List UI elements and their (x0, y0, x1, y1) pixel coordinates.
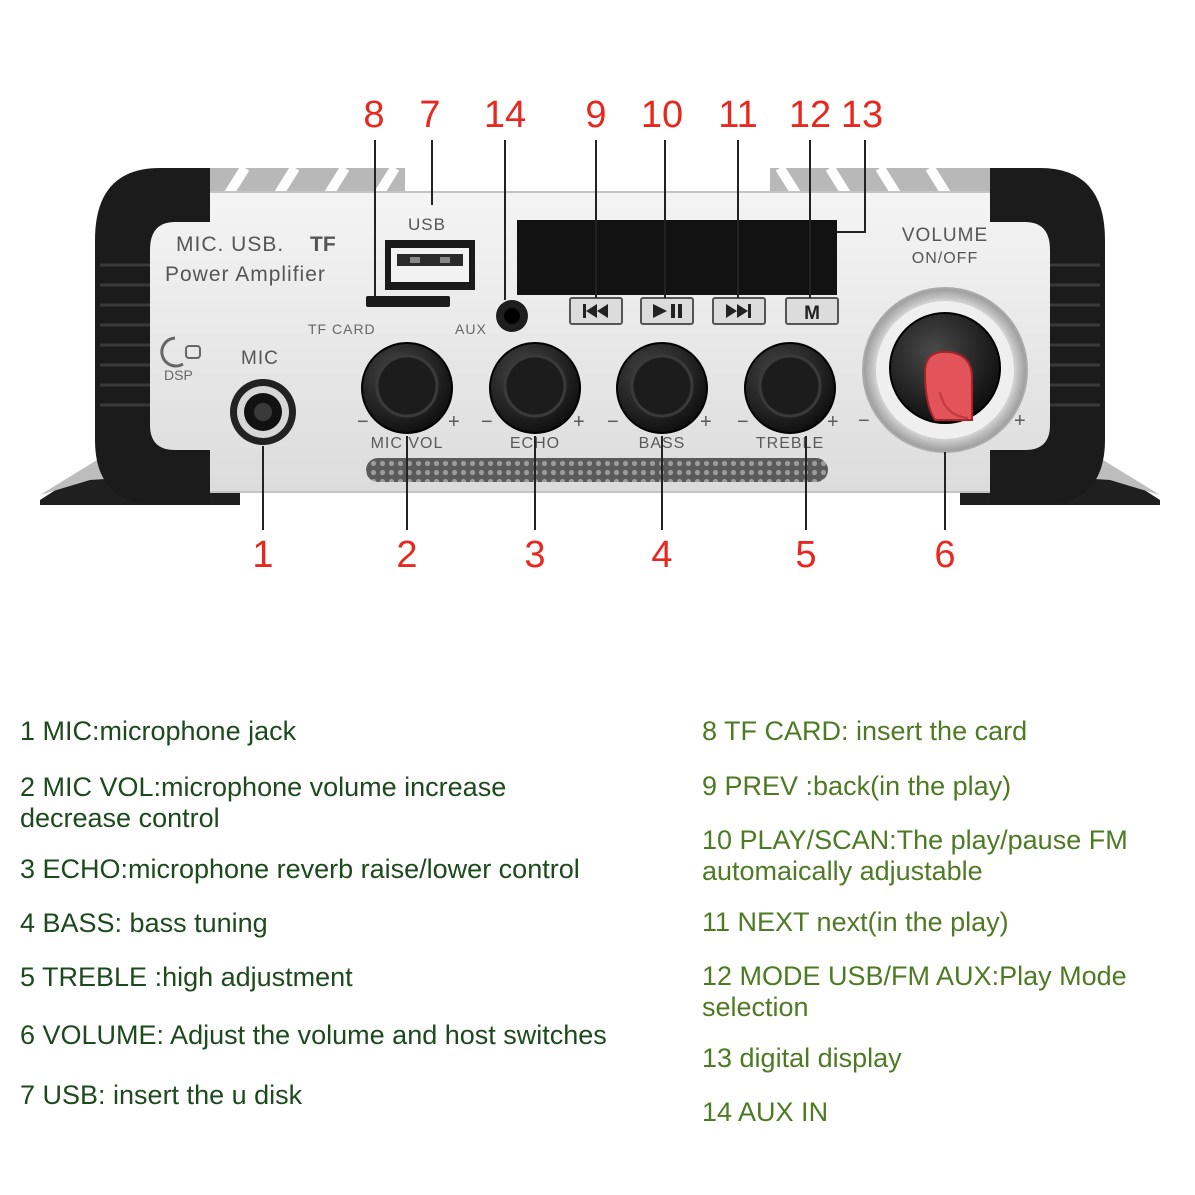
legend-item-9: 9 PREV :back(in the play) (702, 771, 1011, 802)
legend-item-8-text: 8 TF CARD: insert the card (702, 716, 1028, 746)
prev-icon (583, 304, 608, 318)
legend-item-9-text: 9 PREV :back(in the play) (702, 771, 1012, 801)
legend-item-10-text: 10 PLAY/SCAN:The play/pause FM (702, 825, 1128, 855)
mic-label: MIC (241, 348, 279, 369)
aux-label: AUX (455, 321, 487, 337)
callout-number-5: 5 (795, 534, 816, 576)
legend-item-2: 2 MIC VOL:microphone volume increase dec… (20, 772, 506, 834)
legend-item-1: 1 MIC:microphone jack (20, 716, 296, 747)
minus-sign-treble: − (737, 411, 750, 433)
legend-item-14: 14 AUX IN (702, 1097, 828, 1128)
minus-sign-echo: − (481, 411, 494, 433)
play-pause-icon (653, 304, 682, 318)
dsp-label: DSP (164, 367, 193, 383)
callout-number-4: 4 (651, 534, 672, 576)
legend-item-13-text: 13 digital display (702, 1043, 902, 1073)
legend-item-3-text: 3 ECHO:microphone reverb raise/lower con… (20, 854, 580, 884)
legend-item-12-text-cont: selection (702, 992, 809, 1022)
knob-treble[interactable] (744, 342, 836, 434)
legend-item-3: 3 ECHO:microphone reverb raise/lower con… (20, 854, 580, 885)
callout-line-13 (837, 140, 866, 233)
callout-number-6: 6 (934, 534, 955, 576)
callout-number-13: 13 (841, 94, 883, 136)
knob-label-treble: TREBLE (756, 435, 824, 452)
callout-number-11: 11 (718, 94, 757, 136)
plus-sign-echo: + (573, 411, 586, 433)
dsp-logo: DSP (160, 336, 201, 383)
volume-minus-sign: − (858, 410, 870, 432)
plus-sign-bass: + (700, 411, 713, 433)
plus-sign-treble: + (827, 411, 840, 433)
callout-number-2: 2 (396, 534, 417, 576)
callout-number-3: 3 (524, 534, 545, 576)
play-pause-button[interactable] (640, 297, 694, 325)
next-icon (726, 304, 751, 318)
callout-number-7: 7 (419, 94, 440, 136)
amplifier-front-panel-diagram: MIC. USB. TF Power Amplifier DSP MIC USB… (40, 94, 1160, 576)
aux-jack[interactable] (496, 300, 528, 332)
legend-item-4-text: 4 BASS: bass tuning (20, 908, 268, 938)
tf-card-slot[interactable] (366, 296, 450, 307)
callout-number-10: 10 (641, 94, 683, 136)
volume-plus-sign: + (1014, 410, 1026, 432)
legend-item-2-text-cont: decrease control (20, 803, 220, 833)
minus-sign-mic-vol: − (357, 411, 370, 433)
mic-jack[interactable] (230, 379, 296, 445)
usb-label: USB (408, 215, 446, 234)
tf-card-label: TF CARD (308, 321, 376, 337)
callout-number-8: 8 (363, 94, 384, 136)
legend-item-10-text-cont: automaically adjustable (702, 856, 983, 886)
prev-button[interactable] (569, 297, 623, 325)
panel-title-tf: TF (310, 233, 336, 256)
volume-knob[interactable] (862, 287, 1028, 453)
minus-sign-bass: − (607, 411, 620, 433)
legend-item-12-text: 12 MODE USB/FM AUX:Play Mode (702, 961, 1127, 991)
legend-item-10: 10 PLAY/SCAN:The play/pause FM automaica… (702, 825, 1128, 887)
side-bumper-left (95, 168, 210, 505)
knob-bass[interactable] (616, 342, 708, 434)
callout-number-9: 9 (585, 94, 606, 136)
plus-sign-mic-vol: + (448, 411, 461, 433)
dsp-thumb-icon (160, 336, 184, 368)
legend-item-14-text: 14 AUX IN (702, 1097, 829, 1127)
legend-item-6-text: 6 VOLUME: Adjust the volume and host swi… (20, 1020, 607, 1050)
next-button[interactable] (712, 297, 766, 325)
legend-item-1-text: 1 MIC:microphone jack (20, 716, 297, 746)
callout-lines (262, 140, 946, 530)
callout-numbers: 1 2 3 4 5 6 7 8 9 10 11 12 13 14 (252, 94, 955, 576)
legend-item-7-text: 7 USB: insert the u disk (20, 1080, 303, 1110)
legend-item-13: 13 digital display (702, 1043, 902, 1074)
knob-mic-vol[interactable] (361, 342, 453, 434)
volume-label: VOLUME (902, 225, 988, 246)
digital-display (517, 220, 837, 295)
onoff-label: ON/OFF (912, 250, 978, 267)
legend-item-11-text: 11 NEXT next(in the play) (702, 907, 1009, 937)
knob-echo[interactable] (489, 342, 581, 434)
side-bumper-right (990, 168, 1105, 505)
panel-title-line1: MIC. USB. (176, 233, 284, 256)
mode-button-glyph: M (804, 303, 820, 324)
callout-number-12: 12 (789, 94, 831, 136)
legend-item-6: 6 VOLUME: Adjust the volume and host swi… (20, 1020, 607, 1051)
legend-item-8: 8 TF CARD: insert the card (702, 716, 1027, 747)
legend-item-5: 5 TREBLE :high adjustment (20, 962, 353, 993)
legend-item-2-text: 2 MIC VOL:microphone volume increase (20, 772, 507, 802)
legend-item-11: 11 NEXT next(in the play) (702, 907, 1009, 938)
mode-button[interactable]: M (785, 297, 839, 325)
speaker-grill (366, 458, 828, 482)
usb-port[interactable] (385, 240, 475, 290)
callout-number-1: 1 (252, 534, 273, 576)
legend-item-5-text: 5 TREBLE :high adjustment (20, 962, 353, 992)
panel-title-line2: Power Amplifier (165, 263, 326, 286)
legend-item-4: 4 BASS: bass tuning (20, 908, 268, 939)
legend-item-7: 7 USB: insert the u disk (20, 1080, 302, 1111)
legend-item-12: 12 MODE USB/FM AUX:Play Mode selection (702, 961, 1127, 1023)
callout-number-14: 14 (484, 94, 526, 136)
